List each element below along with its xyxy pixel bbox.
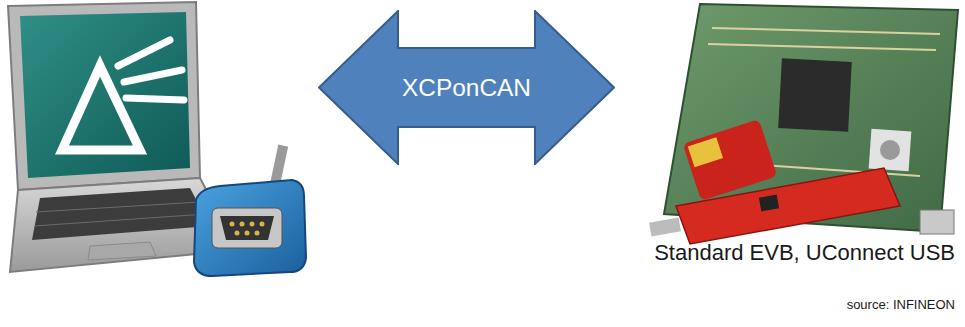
- double-arrow: XCPonCAN: [318, 10, 615, 165]
- evaluation-board: [649, 4, 958, 244]
- arrow-outline: [319, 11, 614, 164]
- arrow-label: XCPonCAN: [402, 74, 531, 102]
- can-dongle: [194, 145, 306, 276]
- board-caption: Standard EVB, UConnect USB: [654, 240, 955, 266]
- source-note: source: INFINEON: [847, 297, 955, 312]
